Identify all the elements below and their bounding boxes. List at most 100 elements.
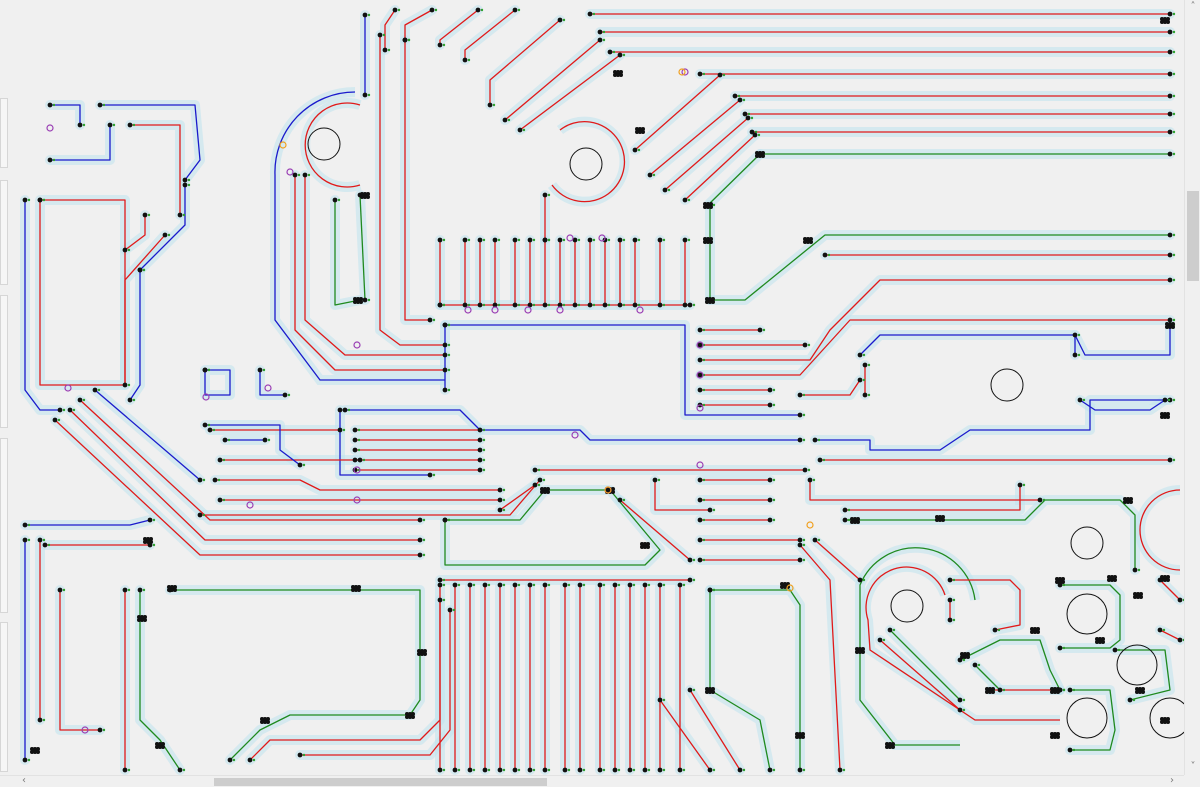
via	[597, 767, 603, 773]
via	[442, 352, 448, 358]
via	[527, 582, 533, 588]
via	[477, 302, 483, 308]
via-cluster	[158, 742, 162, 746]
pcb-trace	[809, 480, 1040, 501]
via-cluster	[420, 652, 424, 656]
via-pad	[892, 628, 896, 632]
via	[512, 237, 518, 243]
via	[1167, 252, 1173, 258]
via-pad	[112, 123, 116, 127]
via	[217, 457, 223, 463]
pcb-layout[interactable]	[0, 0, 1184, 775]
via	[92, 387, 98, 393]
via-pad	[712, 203, 716, 207]
via	[1167, 29, 1173, 35]
via-pad	[442, 303, 446, 307]
via	[22, 537, 28, 543]
pcb-canvas[interactable]	[0, 0, 1184, 775]
via-pad	[577, 238, 581, 242]
via-cluster	[801, 732, 805, 736]
via-cluster	[709, 202, 713, 206]
via-cluster	[1036, 627, 1040, 631]
via	[745, 115, 751, 121]
via	[127, 122, 133, 128]
via	[262, 437, 268, 443]
via	[257, 367, 263, 373]
via-cluster	[1160, 415, 1164, 419]
via-cluster	[1168, 325, 1172, 329]
chevron-right-icon[interactable]: ›	[1170, 775, 1174, 786]
pcb-trace	[859, 325, 1171, 356]
chevron-down-icon[interactable]: ˅	[1190, 761, 1196, 772]
via	[732, 93, 738, 99]
pcb-trace	[700, 279, 1170, 361]
mounting-hole	[569, 147, 603, 181]
via	[612, 582, 618, 588]
via-cluster	[703, 240, 707, 244]
chevron-up-icon[interactable]: ˄	[1190, 1, 1196, 12]
vertical-scrollbar[interactable]: ˄ ˅	[1184, 0, 1200, 775]
via	[22, 197, 28, 203]
via-cluster	[1138, 687, 1142, 691]
via-pad	[692, 558, 696, 562]
via-pad	[822, 458, 826, 462]
horizontal-scroll-thumb[interactable]	[214, 778, 547, 786]
pcb-trace	[124, 215, 146, 251]
via	[682, 237, 688, 243]
pcb-trace	[499, 484, 536, 511]
via-cluster	[1165, 325, 1169, 329]
via-pad	[517, 303, 521, 307]
marker	[598, 234, 606, 242]
via-cluster	[170, 585, 174, 589]
marker	[353, 496, 361, 504]
via-cluster	[1058, 577, 1062, 581]
via-pad	[1172, 130, 1176, 134]
pcb-trace	[384, 9, 396, 50]
via	[527, 237, 533, 243]
via	[512, 302, 518, 308]
via-cluster	[137, 615, 141, 619]
via-cluster	[36, 750, 40, 754]
via-cluster	[850, 520, 854, 524]
via-cluster	[263, 717, 267, 721]
via	[757, 327, 763, 333]
via	[162, 232, 168, 238]
via	[462, 237, 468, 243]
via-pad	[27, 523, 31, 527]
via	[862, 362, 868, 368]
via-pad	[232, 758, 236, 762]
via-cluster	[755, 151, 759, 155]
via-pad	[482, 238, 486, 242]
via-cluster	[143, 618, 147, 622]
via-cluster	[991, 690, 995, 694]
via-pad	[702, 518, 706, 522]
via	[42, 542, 48, 548]
via	[512, 7, 518, 13]
via-pad	[702, 403, 706, 407]
via	[427, 317, 433, 323]
chevron-left-icon[interactable]: ‹	[22, 775, 26, 786]
via-pad	[747, 112, 751, 116]
via-cluster	[1160, 412, 1164, 416]
via-cluster	[616, 70, 620, 74]
trace-clearance	[125, 120, 185, 220]
via-cluster	[1129, 500, 1133, 504]
via-cluster	[1050, 732, 1054, 736]
via	[352, 447, 358, 453]
via-cluster	[708, 690, 712, 694]
via-cluster	[1171, 322, 1175, 326]
via-pad	[97, 388, 101, 392]
via	[1167, 93, 1173, 99]
via	[887, 627, 893, 633]
via	[437, 582, 443, 588]
via	[1072, 352, 1078, 358]
vertical-scroll-thumb[interactable]	[1187, 191, 1199, 281]
via-pad	[692, 303, 696, 307]
horizontal-scrollbar[interactable]: ‹ ›	[0, 775, 1184, 787]
via-pad	[1002, 688, 1006, 692]
via-pad	[622, 53, 626, 57]
via-cluster	[417, 649, 421, 653]
via	[717, 72, 723, 78]
pcb-trace	[700, 319, 1170, 376]
via	[662, 187, 668, 193]
